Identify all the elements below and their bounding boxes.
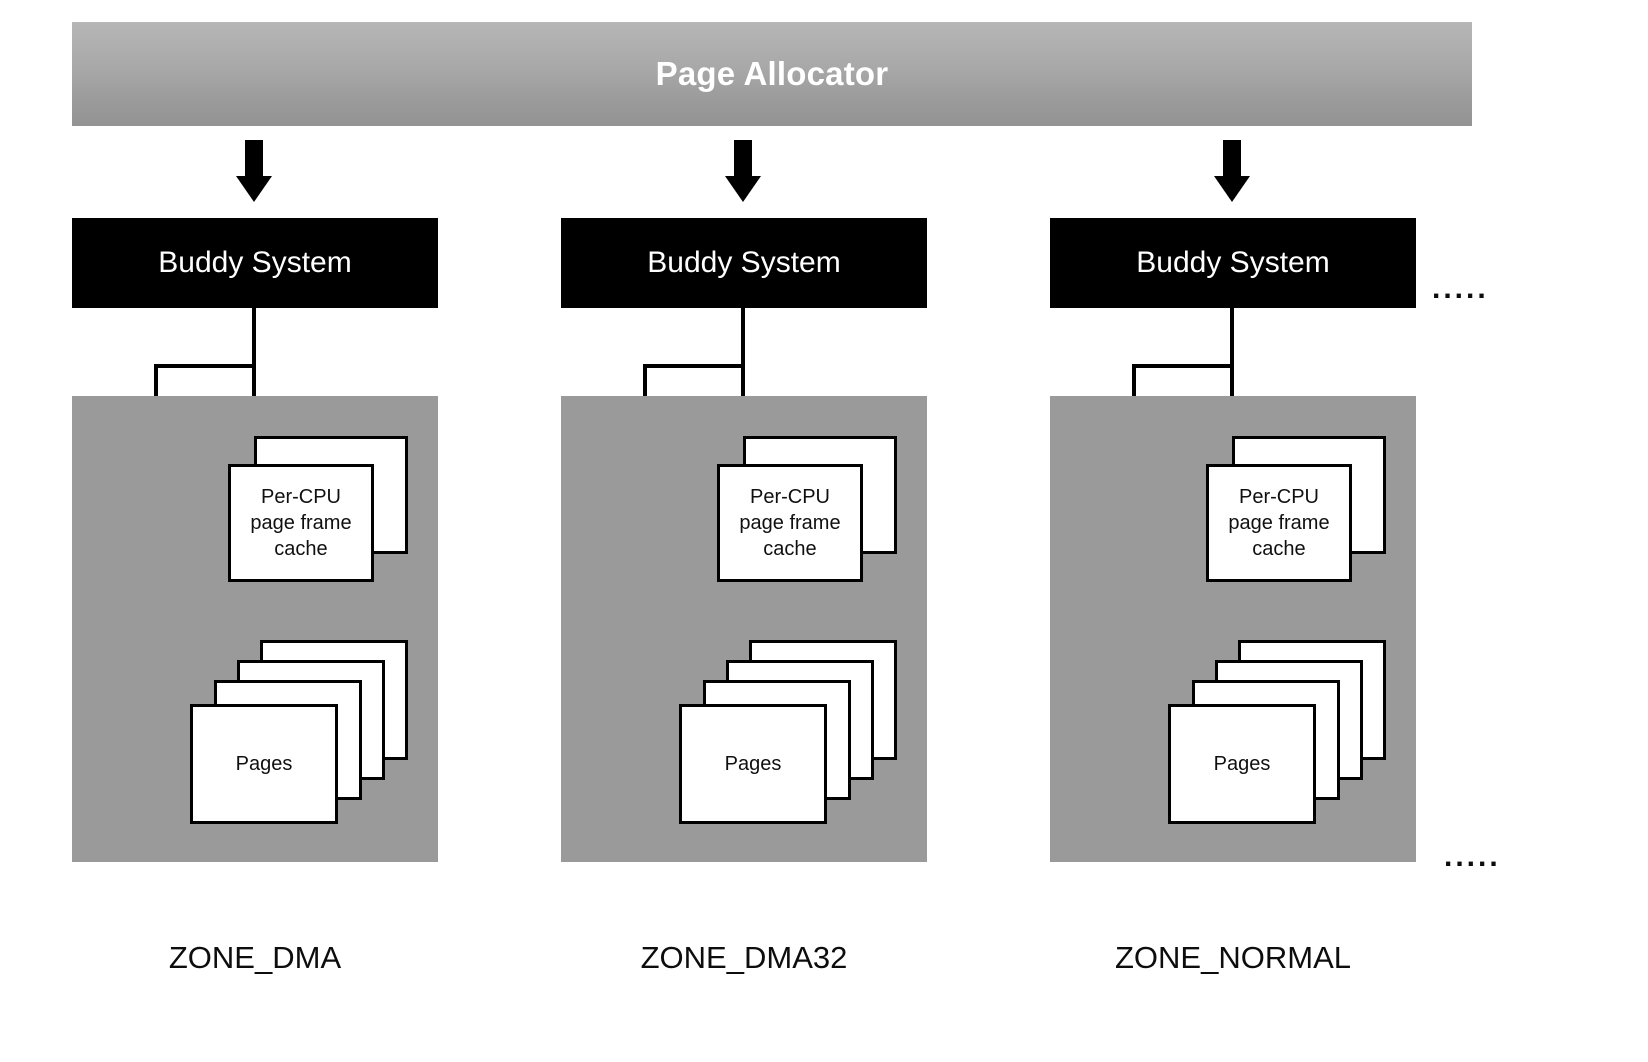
zone-label-1: ZONE_DMA	[168, 940, 342, 975]
more-zones-ellipsis-bottom: .....	[1444, 840, 1501, 873]
buddy-to-percpu-line-1	[252, 308, 256, 406]
pages-sheet-1: Pages	[190, 704, 338, 824]
buddy-to-pages-hline-top-2	[643, 364, 743, 368]
pages-label: Pages	[235, 753, 293, 775]
arrow-head	[725, 176, 761, 202]
page-title: Page Allocator	[655, 55, 889, 92]
pages-stack-1[interactable]: Pages	[190, 640, 410, 824]
allocator-to-buddy-arrow-3	[1214, 140, 1250, 202]
buddy-to-percpu-line-2	[741, 308, 745, 406]
pages-label: Pages	[724, 753, 782, 775]
arrow-head	[236, 176, 272, 202]
zone-label-2: ZONE_DMA32	[640, 940, 848, 975]
allocator-to-buddy-arrow-1	[236, 140, 272, 202]
buddy-system-box-2[interactable]: Buddy System	[561, 218, 927, 308]
pages-stack-2[interactable]: Pages	[679, 640, 899, 824]
buddy-to-percpu-line-3	[1230, 308, 1234, 406]
more-zones-ellipsis-top: .....	[1432, 272, 1489, 305]
pages-stack-3[interactable]: Pages	[1168, 640, 1388, 824]
buddy-to-pages-hline-top-3	[1132, 364, 1232, 368]
pages-sheet-1: Pages	[679, 704, 827, 824]
arrow-shaft	[734, 140, 752, 178]
zone-label-3: ZONE_NORMAL	[1115, 940, 1351, 975]
arrow-shaft	[245, 140, 263, 178]
arrow-shaft	[1223, 140, 1241, 178]
arrow-head	[1214, 176, 1250, 202]
buddy-system-box-1[interactable]: Buddy System	[72, 218, 438, 308]
allocator-to-buddy-arrow-2	[725, 140, 761, 202]
buddy-to-pages-hline-top-1	[154, 364, 254, 368]
page-allocator-banner: Page Allocator	[72, 22, 1472, 126]
buddy-system-box-3[interactable]: Buddy System	[1050, 218, 1416, 308]
buddy-system-label: Buddy System	[1136, 246, 1330, 279]
pages-sheet-1: Pages	[1168, 704, 1316, 824]
buddy-system-label: Buddy System	[647, 246, 841, 279]
pages-label: Pages	[1213, 753, 1271, 775]
buddy-system-label: Buddy System	[158, 246, 352, 279]
